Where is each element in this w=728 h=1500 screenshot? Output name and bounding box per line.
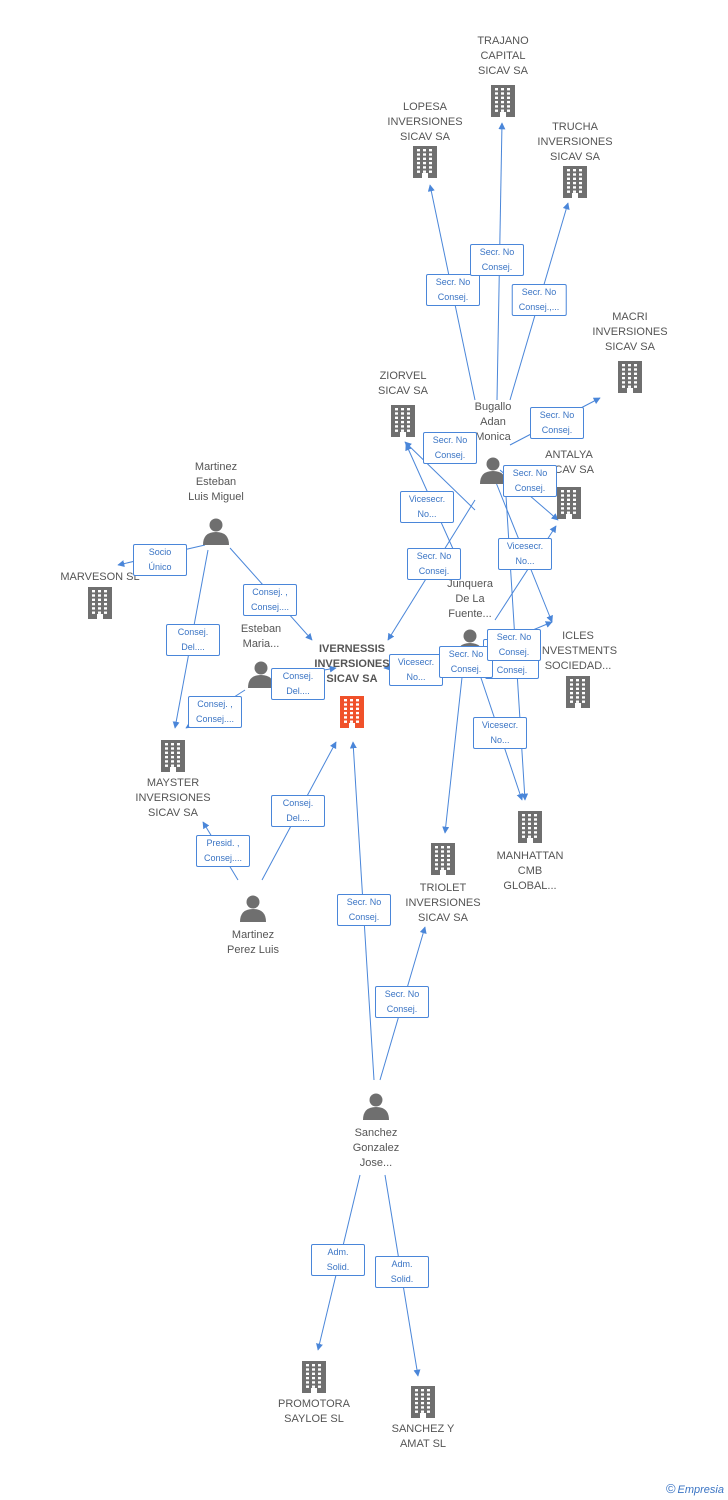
company-icon[interactable] (618, 361, 642, 393)
company-icon[interactable] (391, 405, 415, 437)
edge-label[interactable]: Consej. Del.... (271, 668, 325, 700)
company-icon[interactable] (557, 487, 581, 519)
company-icon[interactable] (566, 676, 590, 708)
person-icon[interactable] (203, 518, 229, 546)
node-label-triolet[interactable]: TRIOLET INVERSIONES SICAV SA (405, 882, 481, 924)
edge-label[interactable]: Secr. No Consej. (470, 244, 524, 276)
person-icon[interactable] (480, 457, 506, 485)
company-icon[interactable] (411, 1386, 435, 1418)
brand-footer: ©Empresia (666, 1481, 724, 1496)
edge-label[interactable]: Secr. No Consej. (530, 407, 584, 439)
node-label-trajano[interactable]: TRAJANO CAPITAL SICAV SA (477, 35, 529, 77)
node-label-esteban_maria[interactable]: Esteban Maria... (240, 623, 282, 650)
edge-label[interactable]: Secr. No Consej. (439, 646, 493, 678)
company-icon[interactable] (518, 811, 542, 843)
node-label-bugallo[interactable]: Bugallo Adan Monica (474, 401, 512, 443)
node-label-sanchez_amat[interactable]: SANCHEZ Y AMAT SL (391, 1423, 455, 1450)
brand-name: Empresia (677, 1484, 724, 1496)
focus-company-icon[interactable] (340, 696, 364, 728)
edge-label[interactable]: Adm. Solid. (311, 1244, 365, 1276)
company-icon[interactable] (302, 1361, 326, 1393)
node-label-lopesa[interactable]: LOPESA INVERSIONES SICAV SA (387, 101, 463, 143)
edge-label[interactable]: Secr. No Consej. (407, 548, 461, 580)
node-label-icles[interactable]: ICLES INVESTMENTS SOCIEDAD... (538, 630, 618, 672)
edge-label[interactable]: Consej. , Consej.... (243, 584, 297, 616)
edge-label[interactable]: Secr. No Consej. (337, 894, 391, 926)
edge-label[interactable]: Consej. , Consej.... (188, 696, 242, 728)
edge-label[interactable]: Secr. No Consej. (503, 465, 557, 497)
edge-label[interactable]: Vicesecr. No... (498, 538, 552, 570)
edge-label[interactable]: Secr. No Consej. (426, 274, 480, 306)
edge-label[interactable]: Consej. Del.... (271, 795, 325, 827)
node-label-promotora[interactable]: PROMOTORA SAYLOE SL (278, 1398, 350, 1425)
node-label-martinez_perez[interactable]: Martinez Perez Luis (227, 929, 279, 956)
node-label-trucha[interactable]: TRUCHA INVERSIONES SICAV SA (537, 121, 613, 163)
company-icon[interactable] (88, 587, 112, 619)
person-icon[interactable] (248, 661, 274, 689)
node-label-ziorvel[interactable]: ZIORVEL SICAV SA (378, 370, 428, 397)
company-icon[interactable] (491, 85, 515, 117)
node-label-junquera[interactable]: Junquera De La Fuente... (447, 578, 493, 620)
edge-label[interactable]: Presid. , Consej.... (196, 835, 250, 867)
edge-label[interactable]: Vicesecr. No... (400, 491, 454, 523)
edge-bugallo-ziorvel (404, 441, 476, 511)
copyright-symbol: © (665, 1481, 676, 1496)
edge-label[interactable]: Secr. No Consej.,... (511, 284, 567, 316)
node-label-mayster[interactable]: MAYSTER INVERSIONES SICAV SA (135, 777, 211, 819)
edge-label[interactable]: Secr. No Consej. (375, 986, 429, 1018)
person-icon[interactable] (240, 895, 266, 923)
company-icon[interactable] (563, 166, 587, 198)
edge-label[interactable]: Secr. No Consej. (487, 629, 541, 661)
person-icon[interactable] (363, 1093, 389, 1121)
node-label-ivernessis[interactable]: IVERNESSIS INVERSIONES SICAV SA (314, 643, 390, 685)
company-icon[interactable] (161, 740, 185, 772)
edge-label[interactable]: Adm. Solid. (375, 1256, 429, 1288)
edge-junquera-triolet (442, 649, 466, 834)
edge-label[interactable]: Socio Único (133, 544, 187, 576)
edge-label[interactable]: Vicesecr. No... (389, 654, 443, 686)
node-label-manhattan[interactable]: MANHATTAN CMB GLOBAL... (496, 850, 564, 892)
node-label-macri[interactable]: MACRI INVERSIONES SICAV SA (592, 311, 668, 353)
edge-label[interactable]: Consej. Del.... (166, 624, 220, 656)
node-label-sanchez[interactable]: Sanchez Gonzalez Jose... (352, 1127, 400, 1169)
company-icon[interactable] (413, 146, 437, 178)
edge-label[interactable]: Secr. No Consej. (423, 432, 477, 464)
company-icon[interactable] (431, 843, 455, 875)
edge-label[interactable]: Vicesecr. No... (473, 717, 527, 749)
node-label-martinez_esteban[interactable]: Martinez Esteban Luis Miguel (188, 461, 244, 503)
